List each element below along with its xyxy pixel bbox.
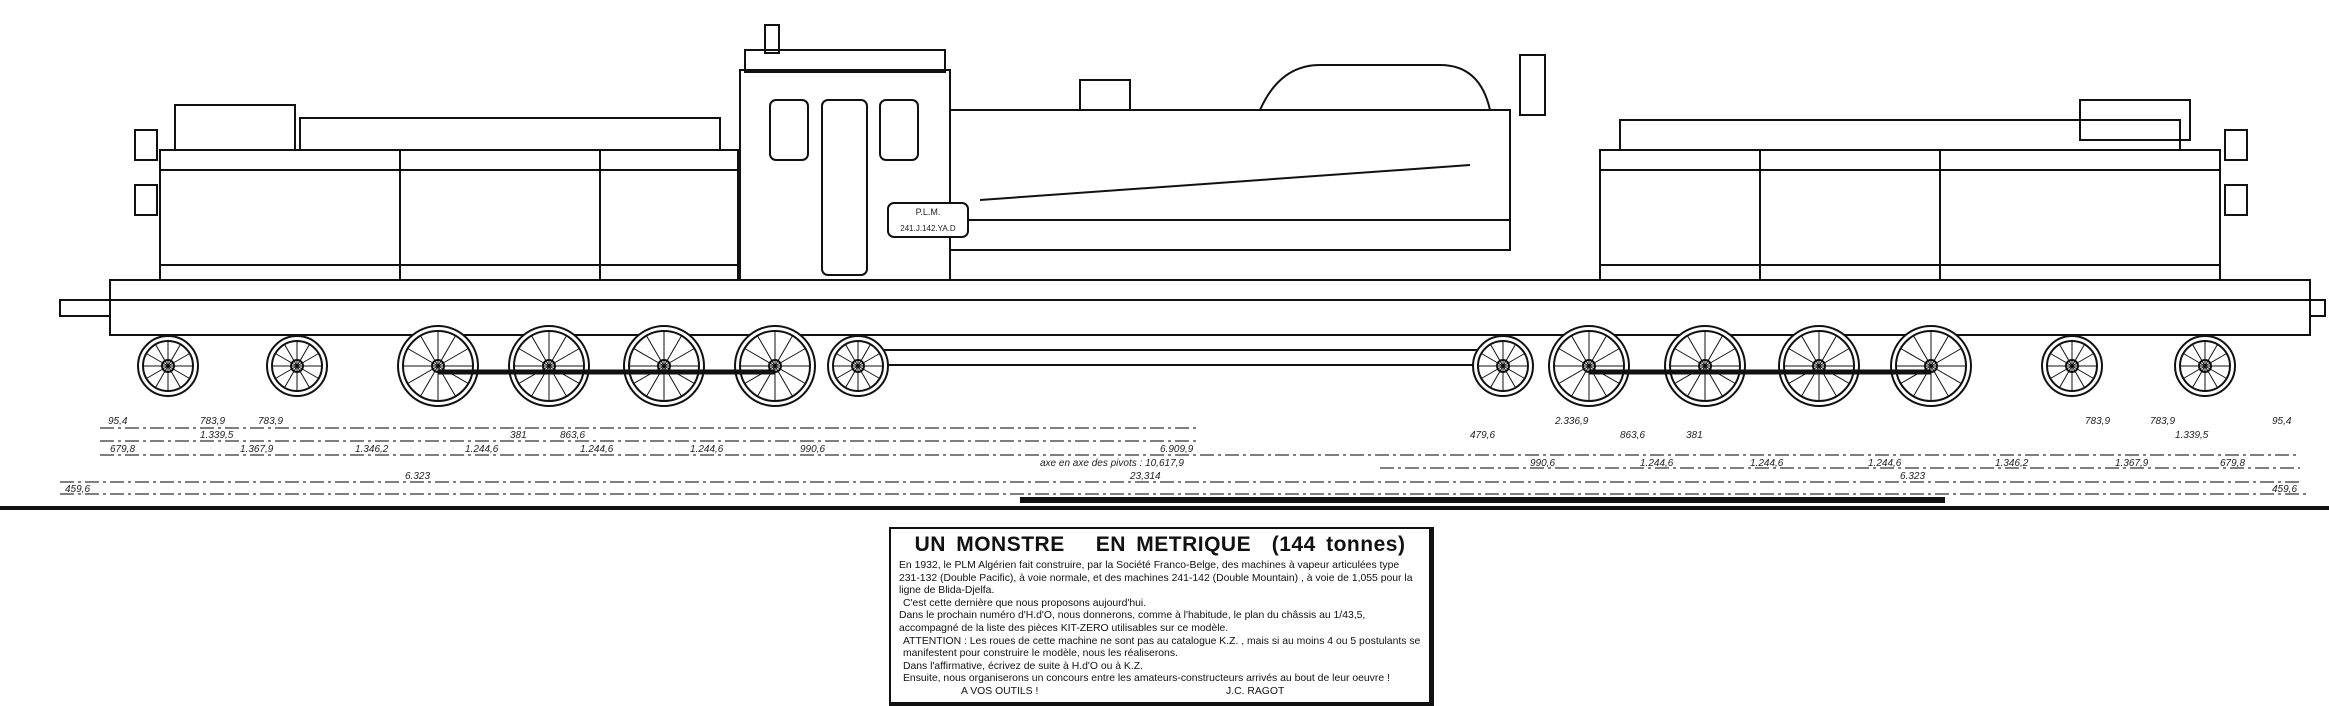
dimension-label: 6.323 (1900, 471, 1925, 482)
rear-lamp (2224, 129, 2248, 161)
article-paragraph: ATTENTION : Les roues de cette machine n… (903, 635, 1421, 660)
dimension-label: 1.244,6 (1750, 458, 1784, 469)
driving-wheel (1890, 325, 1972, 407)
dimension-label: 783,9 (258, 416, 283, 427)
dimension-label: 459,6 (2272, 484, 2297, 495)
dimension-label: 1.346,2 (1995, 458, 2029, 469)
rear-buffer (2309, 299, 2326, 317)
dimension-label: 1.346,2 (355, 444, 389, 455)
dimension-label: 381 (1686, 430, 1703, 441)
article-paragraph: En 1932, le PLM Algérien fait construire… (899, 560, 1413, 597)
article-closing: A VOS OUTILS ! (961, 685, 1039, 697)
dimension-label: 863,6 (560, 430, 585, 441)
bogie-wheel (137, 335, 199, 397)
driving-wheel (623, 325, 705, 407)
dimension-label: 679,8 (110, 444, 135, 455)
front-buffer (59, 299, 111, 317)
article-paragraph: Dans l'affirmative, écrivez de suite à H… (903, 660, 1143, 672)
dimension-label: 679,8 (2220, 458, 2245, 469)
driving-wheel (1548, 325, 1630, 407)
front-lamp (134, 129, 158, 161)
bogie-wheel (266, 335, 328, 397)
dimension-label: 1.367,9 (2115, 458, 2149, 469)
dimension-label: 95,4 (2272, 416, 2292, 427)
driving-wheel (397, 325, 479, 407)
dimension-label: axe en axe des pivots : 10,617,9 (1040, 458, 1184, 469)
dimension-label: 863,6 (1620, 430, 1645, 441)
rear-lamp (2224, 184, 2248, 216)
article-box: UN MONSTRE EN METRIQUE (144 tonnes) En 1… (889, 527, 1434, 706)
dimension-label: 1.244,6 (690, 444, 724, 455)
dimension-label: 459,6 (65, 484, 90, 495)
article-signature: J.C. RAGOT (1226, 685, 1285, 697)
trailing-wheel (1472, 335, 1534, 397)
rear-water-tank (1599, 149, 2221, 281)
driving-wheel (1778, 325, 1860, 407)
dimension-label: 1.339,5 (200, 430, 234, 441)
article-paragraph: Ensuite, nous organiserons un concours e… (903, 673, 1390, 685)
article-body: En 1932, le PLM Algérien fait construire… (899, 560, 1421, 699)
dimension-label: 990,6 (1530, 458, 1555, 469)
driving-wheel (1664, 325, 1746, 407)
dimension-label: 1.367,9 (240, 444, 274, 455)
dimension-label: 2.336,9 (1554, 416, 1589, 427)
dimension-label: 990,6 (800, 444, 825, 455)
dimension-label: 783,9 (200, 416, 225, 427)
dimension-label: 1.244,6 (1868, 458, 1902, 469)
dimension-label: 95,4 (108, 416, 128, 427)
dimension-label: 479,6 (1470, 430, 1495, 441)
plate-text-company: P.L.M. (916, 207, 941, 217)
boiler (949, 109, 1511, 251)
dimension-label: 783,9 (2150, 416, 2175, 427)
front-water-tank (159, 149, 739, 281)
bogie-wheel (2041, 335, 2103, 397)
dimension-label: 783,9 (2085, 416, 2110, 427)
dimension-label: 381 (510, 430, 527, 441)
dimension-label: 1.244,6 (580, 444, 614, 455)
dimension-label: 6.323 (405, 471, 430, 482)
article-paragraph: Dans le prochain numéro d'H.d'O, nous do… (899, 610, 1366, 634)
article-paragraph: C'est cette dernière que nous proposons … (903, 597, 1147, 609)
dimension-label: 6.909,9 (1160, 444, 1194, 455)
main-frame (109, 279, 2311, 336)
dimension-label: 1.244,6 (465, 444, 499, 455)
number-plate: P.L.M. 241.J.142.YA.D (887, 202, 969, 238)
dimension-label: 23,314 (1129, 471, 1161, 482)
driving-wheel (734, 325, 816, 407)
front-lamp (134, 184, 158, 216)
article-title: UN MONSTRE EN METRIQUE (144 tonnes) (914, 533, 1406, 556)
bogie-wheel (2174, 335, 2236, 397)
trailing-wheel (827, 335, 889, 397)
dimension-label: 1.244,6 (1640, 458, 1674, 469)
dimension-label: 1.339,5 (2175, 430, 2209, 441)
driving-wheel (508, 325, 590, 407)
plate-text-number: 241.J.142.YA.D (900, 224, 956, 233)
